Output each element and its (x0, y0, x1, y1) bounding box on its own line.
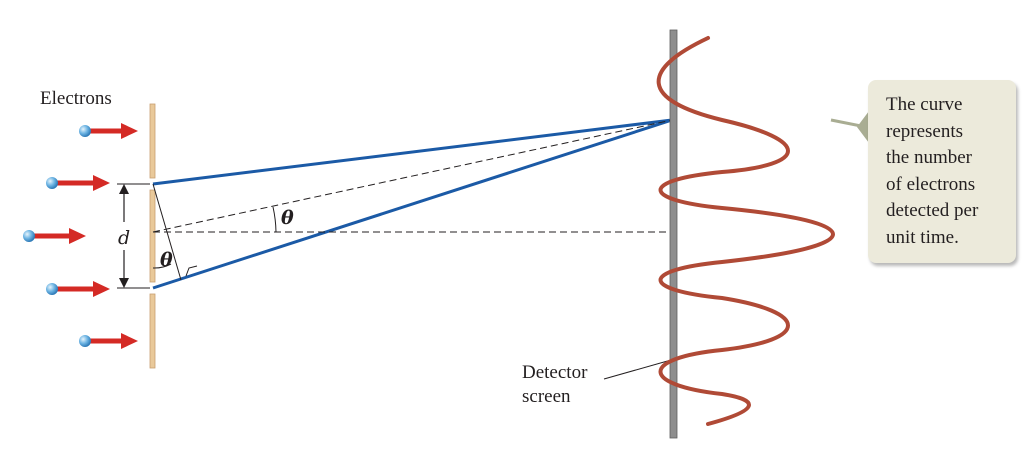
slit-separation-dimension (117, 183, 150, 289)
callout-line: of electrons (886, 173, 976, 195)
callout-line: The curve (886, 94, 963, 115)
path-difference-perpendicular (152, 183, 182, 281)
electron-paths (152, 118, 673, 290)
detector-leader-line (603, 359, 672, 380)
detector-screen (669, 29, 678, 439)
interference-curve (656, 36, 835, 426)
callout-line: detected per (886, 200, 979, 221)
center-to-point-dashed-line (152, 119, 673, 233)
electron (23, 228, 86, 244)
callout-pointer (857, 111, 869, 143)
curve-explanation-callout: The curve represents the number of elect… (868, 80, 1016, 263)
theta-upper-label: θ (281, 207, 294, 229)
upper-path-ray (152, 118, 673, 186)
detector-screen-label-line2: screen (522, 386, 571, 407)
electron (46, 281, 110, 297)
slit-barrier (149, 103, 156, 369)
upper-angle-arc (272, 206, 277, 233)
electron (46, 175, 110, 191)
lower-path-ray (152, 118, 673, 290)
lower-angle-arc (152, 263, 172, 269)
incoming-electrons (23, 123, 138, 349)
barrier-top-segment (149, 103, 156, 179)
slit-separation-label: d (118, 227, 130, 249)
theta-lower-label: θ (160, 249, 173, 271)
electron (79, 123, 138, 139)
callout-line: unit time. (886, 226, 959, 248)
callout-line: the number (886, 147, 973, 168)
detector-screen-label-line1: Detector (522, 362, 588, 383)
electrons-label: Electrons (40, 88, 112, 109)
barrier-bottom-segment (149, 293, 156, 369)
right-angle-marker (185, 265, 198, 277)
callout-line: represents (886, 120, 964, 142)
electron (79, 333, 138, 349)
barrier-middle-segment (149, 189, 156, 283)
